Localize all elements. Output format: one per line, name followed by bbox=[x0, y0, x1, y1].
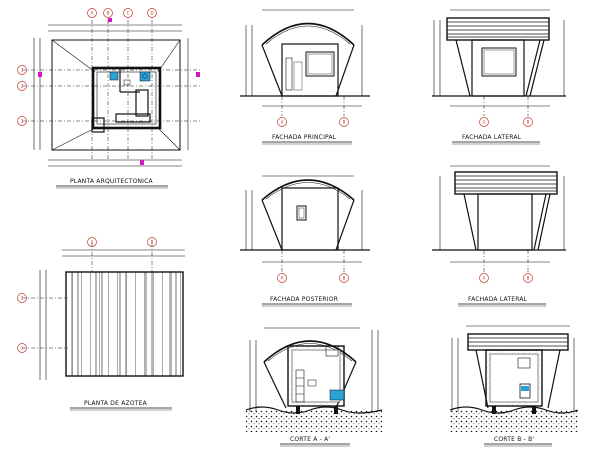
axis-label: 2 bbox=[21, 84, 24, 89]
section-a: CORTE A - A' bbox=[245, 327, 383, 447]
axis-label: 1 bbox=[21, 346, 24, 351]
axis-label: A bbox=[281, 120, 284, 125]
axis-label: B bbox=[151, 240, 154, 245]
elevation-rear: A B FACHADA POSTERIOR bbox=[240, 175, 370, 307]
axis-label: A bbox=[91, 11, 94, 16]
elevation-front: A B FACHADA PRINCIPAL bbox=[240, 9, 370, 145]
axis-bubbles-top bbox=[17, 8, 157, 126]
plan-roof: A B 2 1 PLANTA DE AZOTEA bbox=[17, 237, 185, 411]
caption-front: FACHADA PRINCIPAL bbox=[272, 134, 337, 141]
plan-architectural: A B C D 3 2 1 PLANTA ARQUITECTONICA bbox=[17, 8, 200, 189]
axis-label: B bbox=[343, 120, 346, 125]
axis-label: A bbox=[91, 240, 94, 245]
caption-plan-arch: PLANTA ARQUITECTONICA bbox=[70, 178, 154, 185]
axis-label: 3 bbox=[21, 68, 24, 73]
caption-section-b: CORTE B - B' bbox=[494, 436, 534, 443]
axis-label: B bbox=[107, 11, 110, 16]
elevation-side-2: A B FACHADA LATERAL bbox=[432, 165, 566, 307]
axis-label: A bbox=[483, 120, 486, 125]
axis-label: 2 bbox=[21, 296, 24, 301]
axis-label: B bbox=[343, 276, 346, 281]
section-b: CORTE B - B' bbox=[449, 325, 579, 447]
caption-section-a: CORTE A - A' bbox=[290, 436, 330, 443]
caption-rear: FACHADA POSTERIOR bbox=[270, 296, 338, 303]
axis-label: A bbox=[281, 276, 284, 281]
caption-side-2: FACHADA LATERAL bbox=[468, 296, 528, 303]
axis-label: A bbox=[483, 276, 486, 281]
caption-side-1: FACHADA LATERAL bbox=[462, 134, 522, 141]
axis-label: B bbox=[527, 276, 530, 281]
axis-label: C bbox=[127, 11, 130, 16]
axis-label: D bbox=[150, 11, 153, 16]
axis-label: 1 bbox=[21, 119, 24, 124]
elevation-side-1: A B FACHADA LATERAL bbox=[432, 9, 566, 145]
axis-label: B bbox=[527, 120, 530, 125]
caption-plan-roof: PLANTA DE AZOTEA bbox=[84, 400, 148, 407]
